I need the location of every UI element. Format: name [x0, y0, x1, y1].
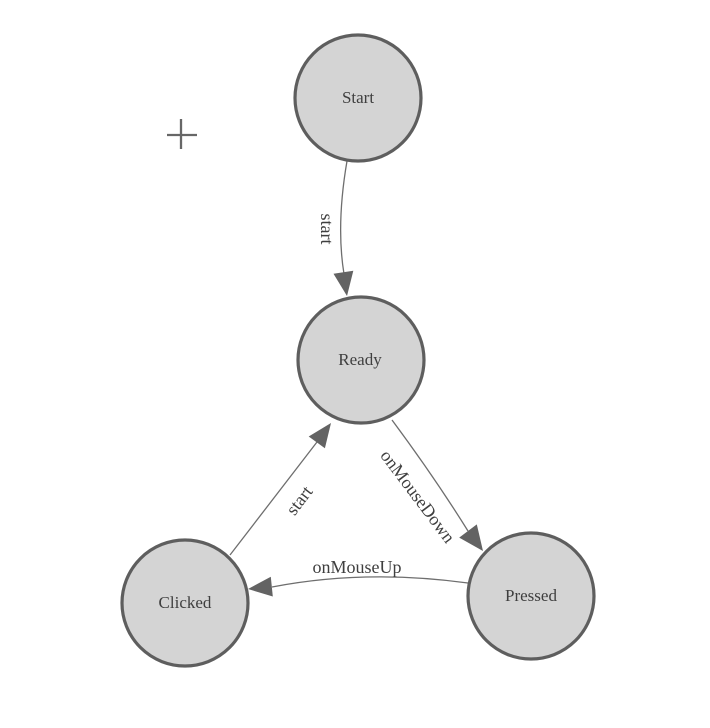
- state-node-start[interactable]: Start: [293, 33, 423, 163]
- state-label: Pressed: [505, 586, 557, 605]
- state-circle[interactable]: [293, 33, 423, 163]
- transition-label: onMouseDown: [376, 446, 459, 547]
- transition-line[interactable]: [340, 160, 348, 275]
- state-label: Clicked: [159, 593, 212, 612]
- state-label: Ready: [338, 350, 382, 369]
- transition-ready-to-pressed[interactable]: onMouseDown: [376, 419, 483, 551]
- state-circle[interactable]: [466, 531, 596, 661]
- crosshair-marker: [167, 119, 197, 149]
- arrowhead-icon: [459, 524, 483, 551]
- arrowhead-icon: [248, 576, 273, 597]
- transition-label: onMouseUp: [313, 557, 402, 577]
- state-node-ready[interactable]: Ready: [296, 295, 426, 425]
- transition-line[interactable]: [391, 419, 469, 532]
- transition-line[interactable]: [229, 441, 318, 556]
- transition-label: start: [282, 482, 317, 519]
- arrowhead-icon: [333, 270, 354, 296]
- state-node-clicked[interactable]: Clicked: [120, 538, 250, 668]
- state-circle[interactable]: [296, 295, 426, 425]
- state-node-pressed[interactable]: Pressed: [466, 531, 596, 661]
- transition-label: start: [317, 214, 337, 245]
- transition-pressed-to-clicked[interactable]: onMouseUp: [248, 557, 469, 597]
- transition-start-to-ready[interactable]: start: [317, 160, 354, 296]
- arrowhead-icon: [308, 423, 331, 449]
- state-circle[interactable]: [120, 538, 250, 668]
- transition-clicked-to-ready[interactable]: start: [229, 423, 331, 556]
- state-label: Start: [342, 88, 374, 107]
- transition-line[interactable]: [271, 576, 469, 588]
